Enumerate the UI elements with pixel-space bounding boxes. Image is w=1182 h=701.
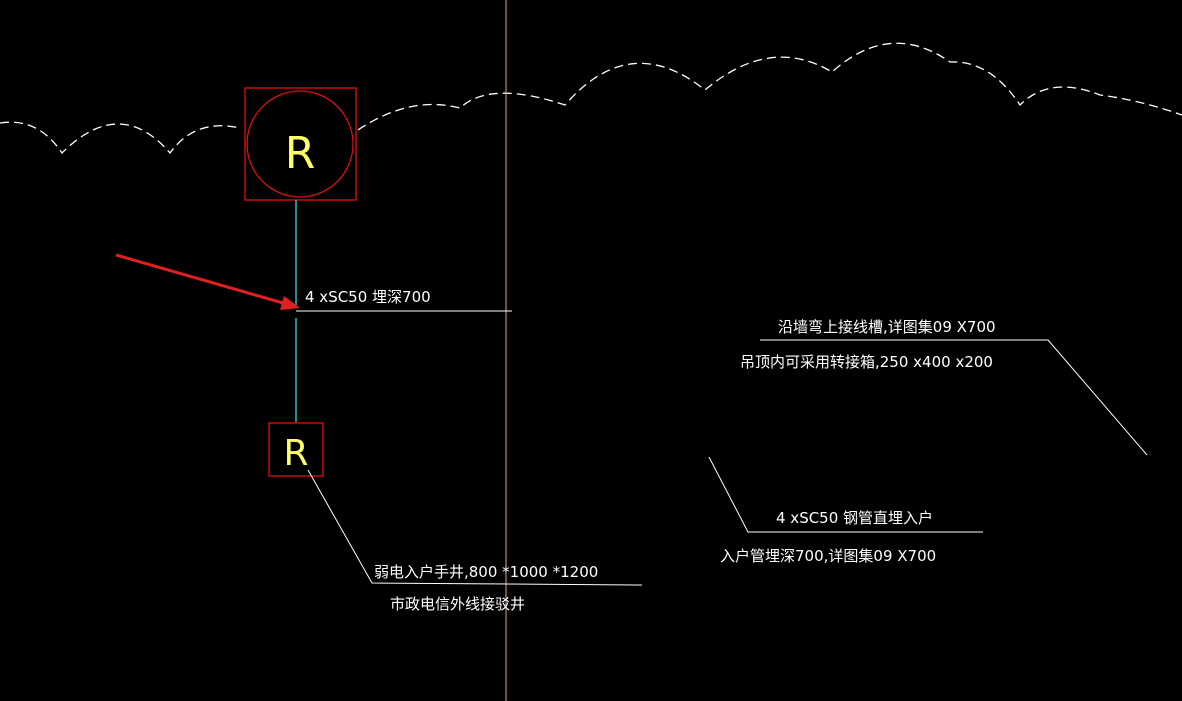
handhole-leader [307,469,643,586]
lower-symbol-letter: R [283,433,308,474]
dashed-cloud-boundary [0,42,1182,155]
wall-trunking-label-line1: 沿墙弯上接线槽,详图集09 X700 [778,318,996,336]
upper-symbol-circle [246,90,354,198]
wall-trunking-label-line2: 吊顶内可采用转接箱,250 x400 x200 [740,353,993,371]
lower-r-symbol[interactable]: R [268,422,324,477]
handhole-label-line1: 弱电入户手井,800 *1000 *1200 [374,563,598,581]
red-pointer-arrow [115,253,300,310]
entry-pipe-label-line2: 入户管埋深700,详图集09 X700 [720,547,936,565]
handhole-label-line2: 市政电信外线接驳井 [390,595,525,613]
conduit-label: 4 xSC50 埋深700 [305,288,431,306]
lower-symbol-frame [268,422,324,477]
upper-symbol-letter: R [285,128,316,179]
upper-r-symbol[interactable]: R [244,87,357,201]
wall-trunking-leader [760,339,1148,456]
upper-symbol-frame [244,87,357,201]
entry-pipe-leader [708,456,983,533]
entry-pipe-label-line1: 4 xSC50 钢管直埋入户 [776,509,933,527]
